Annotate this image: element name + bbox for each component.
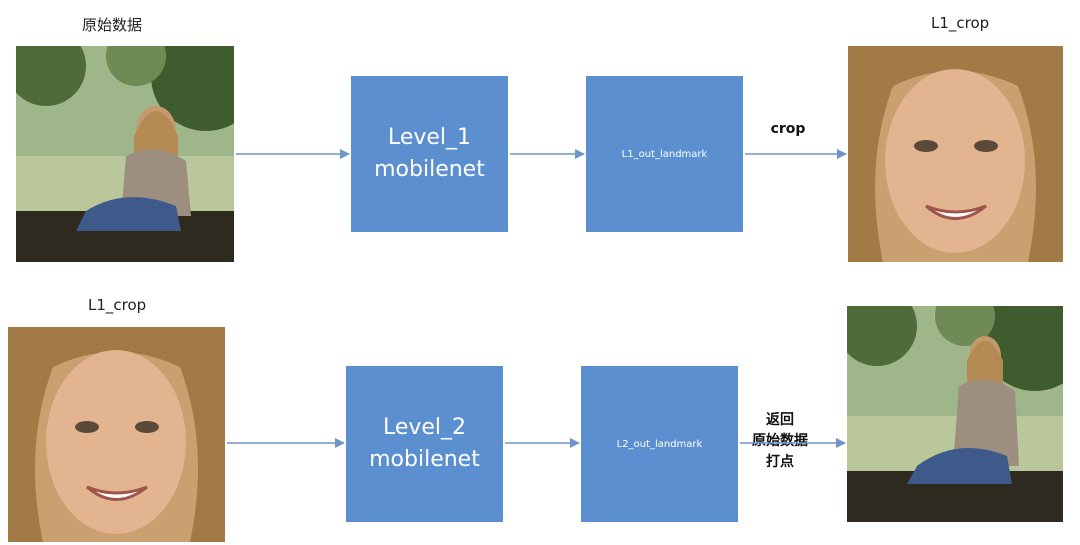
- level2-subtitle: mobilenet: [369, 447, 480, 472]
- l1-out-landmark-label: L1_out_landmark: [621, 148, 708, 160]
- level1-mobilenet-box: Level_1 mobilenet: [351, 76, 508, 232]
- l1-crop-input-label: L1_crop: [88, 296, 147, 314]
- return-label-line1: 返回: [766, 412, 794, 428]
- l1-crop-result-label: L1_crop: [931, 14, 990, 32]
- level2-title: Level_2: [382, 415, 467, 440]
- l2-out-landmark-box: L2_out_landmark: [581, 366, 738, 522]
- l1-crop-input-photo: [8, 327, 225, 542]
- return-label-line2: 原始数据: [752, 433, 808, 449]
- original-photo: [16, 46, 234, 262]
- l2-out-landmark-label: L2_out_landmark: [616, 438, 703, 450]
- return-label: 返回 原始数据 打点: [740, 410, 820, 473]
- original-data-label: 原始数据: [82, 16, 143, 34]
- l1-out-landmark-box: L1_out_landmark: [586, 76, 743, 232]
- level2-mobilenet-box: Level_2 mobilenet: [346, 366, 503, 522]
- l1-crop-result-photo: [848, 46, 1063, 262]
- final-result-photo: [847, 306, 1063, 522]
- level1-title: Level_1: [387, 125, 472, 150]
- level1-subtitle: mobilenet: [374, 157, 485, 182]
- crop-label: crop: [770, 121, 806, 137]
- return-label-line3: 打点: [766, 454, 794, 470]
